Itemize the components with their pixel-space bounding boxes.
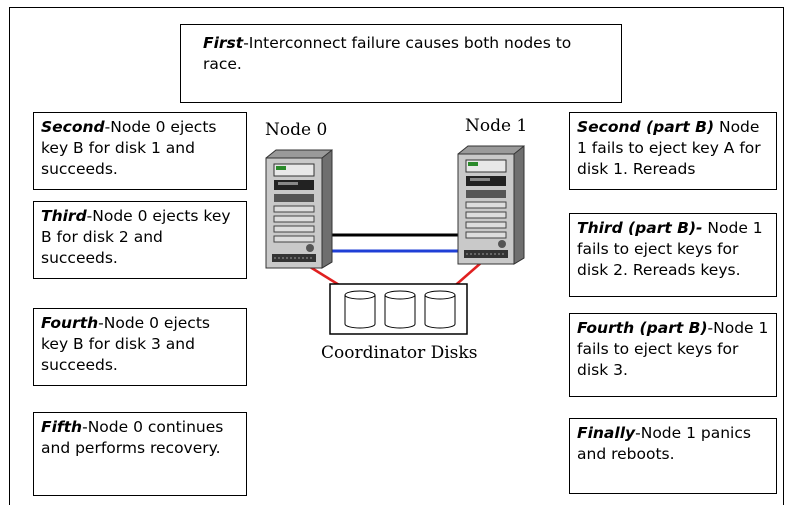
step-finally-text: Node 1 panics and reboots.: [577, 424, 751, 463]
step-fourth-text: Node 0 ejects key B for disk 3 and succe…: [41, 314, 210, 374]
step-fourth-b-text: Node 1 fails to eject keys for disk 3.: [577, 319, 769, 379]
step-third-b-text: Node 1 fails to eject keys for disk 2. R…: [577, 219, 763, 279]
outer-frame-top: [9, 7, 784, 8]
step-third-b-box: Third (part B)- Node 1 fails to eject ke…: [569, 213, 777, 297]
node-0-label: Node 0: [265, 120, 328, 140]
step-fourth-title: Fourth: [41, 314, 99, 332]
step-third-b-title: Third (part B)-: [577, 219, 703, 237]
step-third-text: Node 0 ejects key B for disk 2 and succe…: [41, 207, 231, 267]
step-fourth-b-box: Fourth (part B)-Node 1 fails to eject ke…: [569, 313, 777, 397]
disk-2-icon: [384, 290, 416, 329]
step-fourth-box: Fourth-Node 0 ejects key B for disk 3 an…: [33, 308, 247, 386]
step-first-box: First-Interconnect failure causes both n…: [180, 24, 622, 103]
disk-3-icon: [424, 290, 456, 329]
step-second-b-title: Second (part B): [577, 118, 715, 136]
step-second-text: Node 0 ejects key B for disk 1 and succe…: [41, 118, 217, 178]
step-fifth-box: Fifth-Node 0 continues and performs reco…: [33, 412, 247, 496]
node-1-label: Node 1: [465, 116, 528, 136]
step-third-box: Third-Node 0 ejects key B for disk 2 and…: [33, 201, 247, 279]
step-first-text: Interconnect failure causes both nodes t…: [203, 34, 572, 73]
step-third-title: Third: [41, 207, 87, 225]
step-second-b-text: Node 1 fails to eject key A for disk 1. …: [577, 118, 761, 178]
server-node-1-icon: [457, 144, 525, 265]
step-fifth-text: Node 0 continues and performs recovery.: [41, 418, 224, 457]
disk-1-icon: [344, 290, 376, 329]
step-second-box: Second-Node 0 ejects key B for disk 1 an…: [33, 112, 247, 190]
step-second-b-box: Second (part B) Node 1 fails to eject ke…: [569, 112, 777, 190]
step-fifth-title: Fifth: [41, 418, 83, 436]
step-first-title: First: [203, 34, 244, 52]
server-node-0-icon: [265, 148, 333, 269]
step-fourth-b-title: Fourth (part B): [577, 319, 708, 337]
coordinator-disks-label: Coordinator Disks: [321, 343, 478, 363]
outer-frame-left: [9, 7, 10, 505]
outer-frame-right: [783, 7, 784, 505]
step-finally-box: Finally-Node 1 panics and reboots.: [569, 418, 777, 494]
step-second-title: Second: [41, 118, 105, 136]
step-finally-title: Finally: [577, 424, 636, 442]
